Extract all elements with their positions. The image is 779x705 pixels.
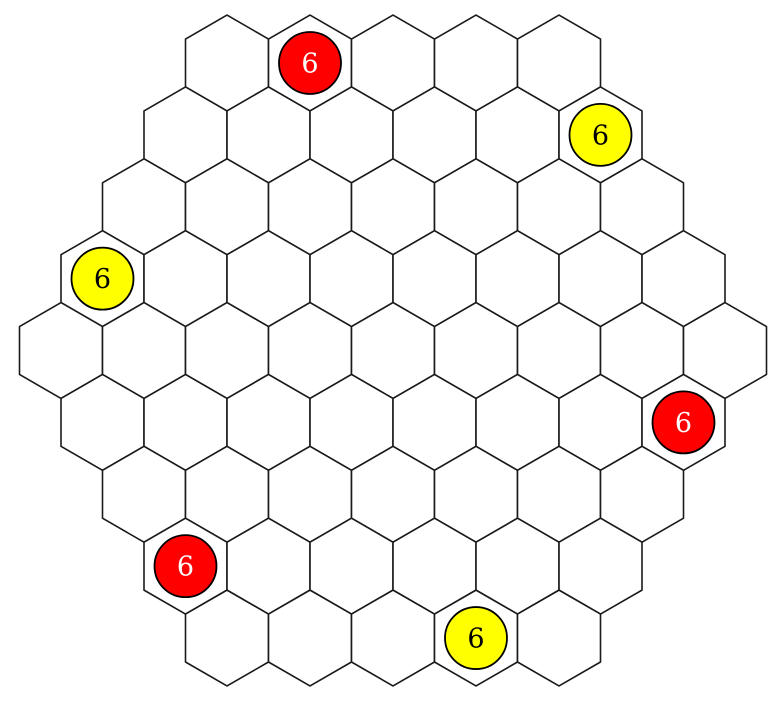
red-token-r0-c1[interactable]: 6	[278, 31, 342, 95]
red-token-r5-c7[interactable]: 6	[651, 390, 716, 455]
yellow-token-disc	[568, 102, 633, 167]
token-value-label: 6	[94, 264, 111, 295]
token-value-label: 6	[467, 624, 484, 655]
yellow-token-disc	[70, 246, 135, 311]
hex-cell-r8-c4[interactable]	[516, 589, 602, 687]
token-value-label: 6	[177, 552, 194, 583]
red-token-disc	[651, 390, 716, 455]
yellow-token-r8-c3[interactable]: 6	[444, 606, 508, 670]
token-value-label: 6	[675, 408, 692, 439]
red-token-disc	[153, 534, 218, 599]
yellow-token-disc	[444, 606, 508, 670]
hex-cells-layer	[18, 14, 768, 687]
yellow-token-r1-c5[interactable]: 6	[568, 102, 633, 167]
token-value-label: 6	[592, 120, 609, 151]
token-value-label: 6	[301, 49, 318, 80]
pieces-layer: 6 6 6 6 6 6	[70, 31, 716, 670]
red-token-r7-c0[interactable]: 6	[153, 534, 218, 599]
red-token-disc	[278, 31, 342, 95]
yellow-token-r3-c0[interactable]: 6	[70, 246, 135, 311]
